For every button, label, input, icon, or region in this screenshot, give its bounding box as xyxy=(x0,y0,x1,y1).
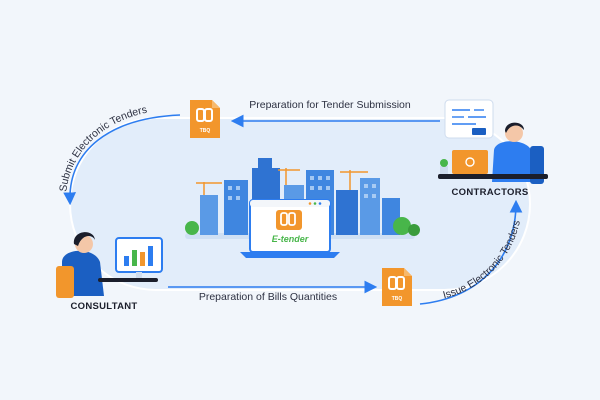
document-icon: TBQ xyxy=(382,268,412,306)
document-badge: TBQ xyxy=(200,128,211,134)
consultant-label: CONSULTANT xyxy=(70,301,137,312)
right-curve-arrow xyxy=(419,199,523,305)
top-flow-label: Preparation for Tender Submission xyxy=(249,99,411,111)
document-icon: TBQ xyxy=(190,100,220,138)
person-icon xyxy=(56,232,163,298)
bar-chart-icon xyxy=(124,246,153,266)
document-badge: TBQ xyxy=(392,296,403,302)
center-brand-label: E-tender xyxy=(272,234,309,244)
contractors-label: CONTRACTORS xyxy=(451,187,528,198)
laptop-icon: E-tender xyxy=(240,199,340,258)
person-icon xyxy=(438,99,548,184)
bottom-flow-label: Preparation of Bills Quantities xyxy=(199,291,337,303)
left-curve-arrow xyxy=(63,114,181,206)
plant-icon xyxy=(440,159,448,174)
